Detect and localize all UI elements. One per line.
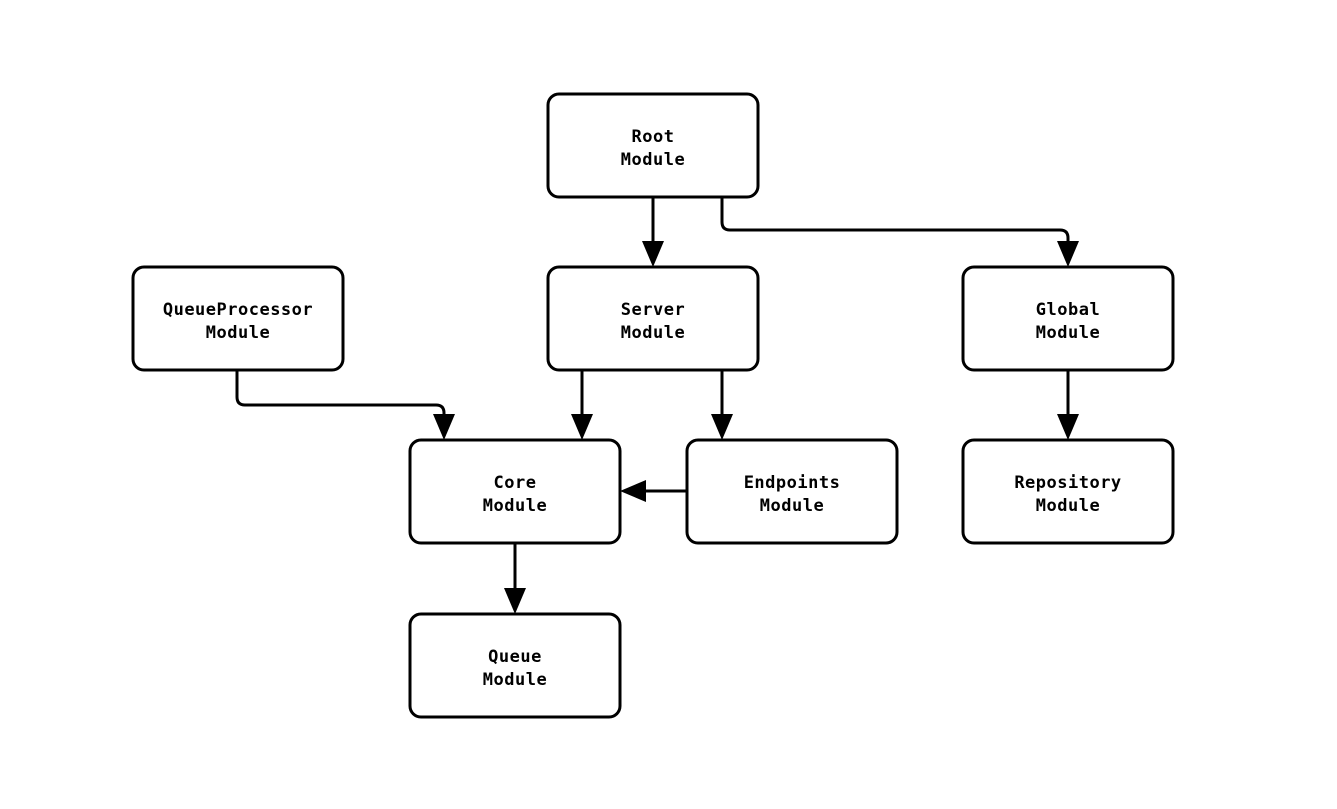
node-repository-module-label-line2: Module	[1036, 496, 1100, 516]
edge-root-to-server-arrowhead	[642, 241, 664, 267]
edge-core-to-queue	[504, 543, 526, 614]
node-repository-module-label-line1: Repository	[1014, 473, 1121, 493]
node-core-module-label-line2: Module	[483, 496, 547, 516]
node-queueprocessor-module-label-line2: Module	[206, 323, 270, 343]
node-queueprocessor-module[interactable]: QueueProcessor Module	[131, 265, 345, 372]
node-queue-module-box[interactable]	[408, 612, 622, 719]
node-server-module-box[interactable]	[546, 265, 760, 372]
node-queue-module[interactable]: Queue Module	[408, 612, 622, 719]
edge-root-to-server	[642, 197, 664, 267]
edge-server-to-core-arrowhead	[571, 414, 593, 440]
edge-root-to-global-arrowhead	[1057, 241, 1079, 267]
node-server-module-label-line1: Server	[621, 300, 685, 320]
edge-queueprocessor-to-core-arrowhead	[433, 414, 455, 440]
node-global-module[interactable]: Global Module	[961, 265, 1175, 372]
node-repository-module-box[interactable]	[961, 438, 1175, 545]
node-root-module-label-line1: Root	[632, 127, 675, 147]
edge-queueprocessor-to-core-line	[235, 370, 446, 425]
node-queue-module-label-line2: Module	[483, 670, 547, 690]
node-global-module-label-line1: Global	[1036, 300, 1100, 320]
edge-root-to-global-line	[720, 197, 1070, 252]
edge-server-to-endpoints	[711, 370, 733, 440]
node-queue-module-label-line1: Queue	[488, 647, 542, 667]
edge-server-to-core	[571, 370, 593, 440]
node-root-module-label-line2: Module	[621, 150, 685, 170]
node-endpoints-module-label-line2: Module	[760, 496, 824, 516]
node-global-module-label-line2: Module	[1036, 323, 1100, 343]
edge-endpoints-to-core-arrowhead	[620, 480, 646, 502]
node-server-module[interactable]: Server Module	[546, 265, 760, 372]
edge-global-to-repository	[1057, 370, 1079, 440]
node-root-module-box[interactable]	[546, 92, 760, 199]
edge-global-to-repository-arrowhead	[1057, 414, 1079, 440]
node-core-module-label-line1: Core	[494, 473, 537, 493]
node-core-module-box[interactable]	[408, 438, 622, 545]
edge-core-to-queue-arrowhead	[504, 588, 526, 614]
node-repository-module[interactable]: Repository Module	[961, 438, 1175, 545]
node-queueprocessor-module-label-line1: QueueProcessor	[163, 300, 313, 320]
node-queueprocessor-module-box[interactable]	[131, 265, 345, 372]
node-endpoints-module[interactable]: Endpoints Module	[685, 438, 899, 545]
edge-root-to-global	[720, 197, 1079, 267]
node-global-module-box[interactable]	[961, 265, 1175, 372]
node-core-module[interactable]: Core Module	[408, 438, 622, 545]
edge-server-to-endpoints-arrowhead	[711, 414, 733, 440]
node-endpoints-module-label-line1: Endpoints	[744, 473, 841, 493]
edge-queueprocessor-to-core	[235, 370, 455, 440]
node-root-module[interactable]: Root Module	[546, 92, 760, 199]
edge-endpoints-to-core	[620, 480, 687, 502]
node-server-module-label-line2: Module	[621, 323, 685, 343]
node-endpoints-module-box[interactable]	[685, 438, 899, 545]
